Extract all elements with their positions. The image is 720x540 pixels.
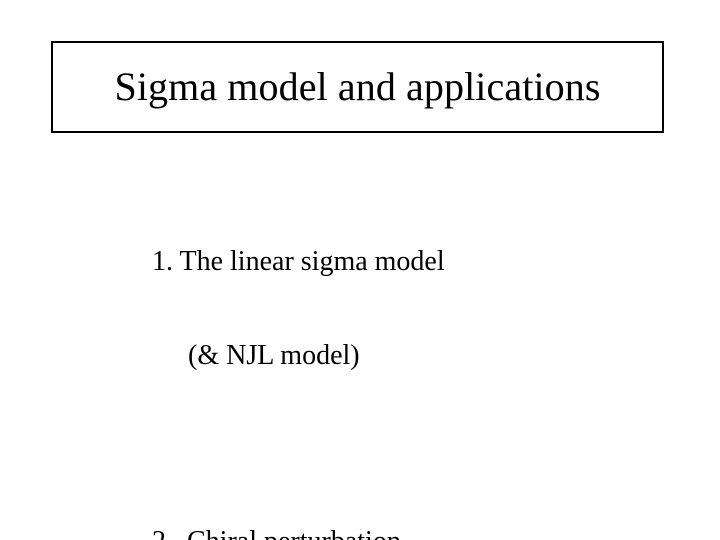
list-item: 2. Chiral perturbation (152, 472, 672, 540)
list-item-1-line-2: (& NJL model) (188, 340, 360, 371)
slide-title-box: Sigma model and applications (51, 41, 664, 133)
list-item-1-line-1: 1. The linear sigma model (152, 246, 445, 277)
list-item-2-line-1: 2. Chiral perturbation (152, 528, 672, 540)
slide-title: Sigma model and applications (114, 64, 601, 109)
list-item: 1. The linear sigma model (& NJL model) (152, 192, 672, 426)
slide-body-list: 1. The linear sigma model (& NJL model) … (152, 192, 672, 540)
